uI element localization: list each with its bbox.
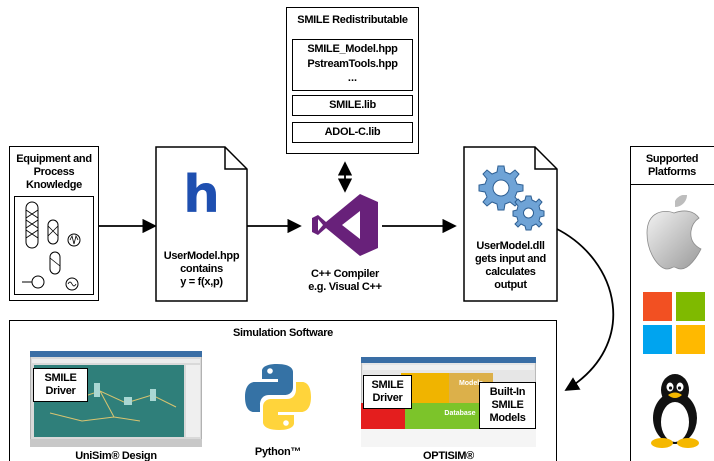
drum-icon bbox=[49, 251, 61, 275]
platforms-divider bbox=[630, 184, 714, 185]
apple-icon bbox=[646, 195, 702, 270]
equipment-title-line-2: Process bbox=[33, 166, 75, 178]
optisim-driver-line-1: SMILE bbox=[371, 379, 404, 391]
dll-label-line-4: output bbox=[494, 279, 527, 291]
adolc-lib-label: ADOL-C.lib bbox=[324, 126, 381, 138]
heat-exchanger-icon bbox=[67, 233, 81, 247]
redistributable-file-more: ... bbox=[347, 72, 358, 84]
smile-lib-label: SMILE.lib bbox=[329, 99, 376, 111]
dll-label-line-1: UserModel.dll bbox=[476, 240, 545, 252]
vessel-icon bbox=[47, 219, 59, 245]
adolc-lib-box bbox=[292, 122, 413, 143]
optisim-builtin-line-2: SMILE bbox=[491, 399, 524, 411]
hpp-label-line-1: UserModel.hpp bbox=[163, 250, 240, 262]
unisim-smile-driver-box bbox=[33, 368, 88, 402]
compiler-label-line-1: C++ Compiler bbox=[311, 268, 379, 280]
dll-label-line-3: calculates bbox=[485, 266, 536, 278]
redistributable-title: SMILE Redistributable bbox=[297, 14, 408, 26]
optisim-tile-database: Database bbox=[444, 410, 476, 417]
linux-tux-icon bbox=[651, 374, 699, 448]
optisim-builtin-models-box bbox=[479, 382, 536, 429]
optisim-builtin-line-1: Built-In bbox=[489, 386, 526, 398]
platforms-title-line-2: Platforms bbox=[647, 166, 697, 178]
smile-lib-box bbox=[292, 95, 413, 116]
optisim-name: OPTISIM® bbox=[423, 450, 474, 461]
equipment-title-line-1: Equipment and bbox=[16, 153, 92, 165]
arrow-dll-to-optisim bbox=[554, 227, 615, 391]
hpp-glyph: h bbox=[182, 165, 221, 225]
optisim-builtin-line-3: Models bbox=[489, 412, 526, 424]
equipment-title-line-3: Knowledge bbox=[26, 179, 82, 191]
hpp-document-icon bbox=[155, 146, 248, 302]
unisim-name: UniSim® Design bbox=[75, 450, 157, 461]
platforms-title-line-1: Supported bbox=[645, 153, 699, 165]
redistributable-files-box bbox=[292, 39, 413, 91]
visual-studio-icon bbox=[312, 194, 378, 256]
python-name: Python™ bbox=[254, 446, 302, 458]
unisim-driver-line-2: Driver bbox=[45, 385, 76, 397]
redistributable-file-1: SMILE_Model.hpp bbox=[307, 43, 398, 55]
optisim-smile-driver-box bbox=[363, 375, 412, 409]
simulation-title: Simulation Software bbox=[232, 327, 334, 339]
hpp-label-line-3: y = f(x,p) bbox=[180, 276, 223, 288]
unisim-driver-line-1: SMILE bbox=[44, 372, 77, 384]
windows-icon bbox=[643, 292, 705, 354]
gears-icon bbox=[478, 165, 545, 231]
column-icon bbox=[25, 201, 39, 249]
optisim-tile-models: Models bbox=[458, 380, 484, 387]
compiler-label-line-2: e.g. Visual C++ bbox=[308, 281, 382, 293]
pump-icon bbox=[31, 275, 45, 289]
dll-label-line-2: gets input and bbox=[475, 253, 546, 265]
redistributable-file-2: PstreamTools.hpp bbox=[307, 58, 398, 70]
python-logo-icon bbox=[245, 364, 311, 430]
hpp-label-line-2: contains bbox=[180, 263, 223, 275]
process-equipment-icons bbox=[22, 201, 81, 291]
optisim-driver-line-2: Driver bbox=[372, 392, 403, 404]
